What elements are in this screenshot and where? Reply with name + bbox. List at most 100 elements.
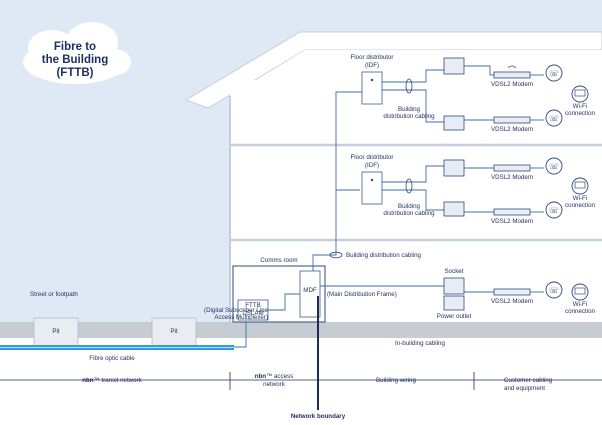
fibre-riser	[234, 322, 247, 348]
modem-5	[493, 288, 531, 296]
vdsl-label-3: VDSL2 Modem	[491, 174, 533, 181]
f2-cable-b	[382, 189, 444, 211]
pit-1-label: Pit	[52, 328, 60, 335]
f2-cable-a	[382, 165, 444, 183]
vdsl-label-5: VDSL2 Modem	[491, 298, 533, 305]
access-network-label-2: network	[263, 381, 286, 388]
wifi-label-2b: connection	[565, 202, 595, 209]
power-outlet-label: Power outlet	[437, 313, 472, 320]
laptop-3-icon	[571, 283, 589, 301]
dslam-desc-1: (Digital Subscriber Line	[204, 307, 269, 314]
dslam-mdf-cable	[268, 293, 300, 311]
f1-cable-b	[382, 89, 444, 123]
building-dist-label-3: Building distribution cabling	[346, 252, 422, 259]
phone-2-glyph: ☏	[549, 114, 559, 123]
floor-dist-1-label: Floor distributor	[351, 54, 394, 61]
modem-3	[493, 164, 531, 172]
modem-4	[493, 208, 531, 216]
laptop-3-screen	[574, 287, 586, 295]
phone-4-glyph: ☏	[549, 206, 559, 215]
socket-3	[443, 277, 465, 295]
dslam-label: DSLAM	[242, 310, 263, 317]
modem-row-1: VDSL2 Modem ☏	[464, 64, 563, 88]
wifi-label-3a: Wi-Fi	[573, 301, 587, 308]
laptop-1-icon	[571, 85, 589, 103]
modem-row-2: VDSL2 Modem ☏	[464, 109, 563, 133]
wifi-device-3: Wi-Fi connection	[565, 283, 596, 315]
phone-1-icon	[545, 64, 563, 82]
socket-1	[443, 57, 465, 75]
modem-row-3: VDSL2 Modem ☏	[464, 157, 563, 181]
mdf-label: MDF	[303, 287, 317, 294]
laptop-2-screen	[574, 181, 586, 189]
wifi-signal-icon	[507, 65, 517, 69]
cabling-bundle-2	[405, 178, 413, 194]
f1-cable-a	[382, 69, 444, 83]
phone-4-icon	[545, 201, 563, 219]
transit-network-label: nbn™ transit network	[82, 377, 142, 384]
main-dist-frame-label: (Main Distribution Frame)	[327, 291, 397, 298]
phone-3-icon	[545, 157, 563, 175]
building-roof	[184, 31, 602, 109]
power-outlet-1	[443, 115, 465, 131]
building-dist-label-1a: Building	[398, 106, 421, 113]
riser-cable	[312, 91, 370, 271]
floor-dist-2-label: Floor distributor	[351, 154, 394, 161]
building-dist-label-2b: distribution cabling	[383, 210, 435, 217]
dslam-desc-2: Access Multiplexer)	[214, 314, 268, 321]
idf-1-box	[361, 71, 383, 105]
building-dist-label-2a: Building	[398, 203, 421, 210]
phone-5-glyph: ☏	[549, 286, 559, 295]
ground-surface	[0, 322, 602, 338]
building-wiring-label: Building wiring	[376, 377, 416, 384]
phone-1-glyph: ☏	[549, 69, 559, 78]
modem-2	[493, 116, 531, 124]
socket-unit-2	[443, 159, 465, 217]
idf-2-dot	[370, 178, 374, 182]
fttb-label: FTTB	[245, 302, 260, 309]
modem-row-4: VDSL2 Modem ☏	[464, 201, 563, 225]
power-outlet-3	[443, 295, 465, 311]
pit-2	[151, 317, 197, 347]
power-outlet-2	[443, 201, 465, 217]
cabling-bundle-3	[329, 251, 343, 259]
wifi-label-2a: Wi-Fi	[573, 195, 587, 202]
vdsl-label-1: VDSL2 Modem	[491, 81, 533, 88]
laptop-2-icon	[571, 177, 589, 195]
wifi-label-1b: connection	[565, 110, 595, 117]
vdsl-label-2: VDSL2 Modem	[491, 126, 533, 133]
idf-2-box	[361, 171, 383, 205]
idf-1-label: (IDF)	[365, 62, 379, 69]
phone-5-icon	[545, 281, 563, 299]
cloud-shape	[23, 22, 131, 84]
wifi-device-2: Wi-Fi connection	[565, 177, 596, 209]
pit-2-label: Pit	[170, 328, 178, 335]
phone-2-icon	[545, 109, 563, 127]
underground	[0, 338, 602, 372]
idf-2-label: (IDF)	[365, 162, 379, 169]
title-line-1: Fibre to	[54, 41, 96, 53]
title-line-3: (FTTB)	[56, 67, 93, 79]
socket-2	[443, 159, 465, 177]
cabling-bundle-1	[405, 78, 413, 94]
title-line-2: the Building	[42, 54, 108, 66]
modem-row-5: VDSL2 Modem ☏	[464, 281, 563, 305]
socket-unit-1	[443, 57, 465, 131]
network-boundary-label: Network boundary	[291, 413, 346, 420]
building-dist-label-1b: distribution cabling	[383, 113, 435, 120]
access-network-label: nbn™ access	[255, 373, 294, 380]
modem-1	[493, 71, 531, 79]
in-building-label: In-building cabling	[395, 340, 445, 347]
laptop-1-screen	[574, 89, 586, 97]
attic	[230, 50, 602, 96]
street-label: Street or footpath	[30, 291, 78, 298]
comms-room-label: Comms room	[260, 257, 297, 264]
phone-3-glyph: ☏	[549, 162, 559, 171]
socket-unit-3	[443, 277, 465, 311]
wifi-label-3b: connection	[565, 308, 595, 315]
vdsl-label-4: VDSL2 Modem	[491, 218, 533, 225]
idf-1-dot	[370, 78, 374, 82]
wifi-device-1: Wi-Fi connection	[565, 85, 596, 117]
